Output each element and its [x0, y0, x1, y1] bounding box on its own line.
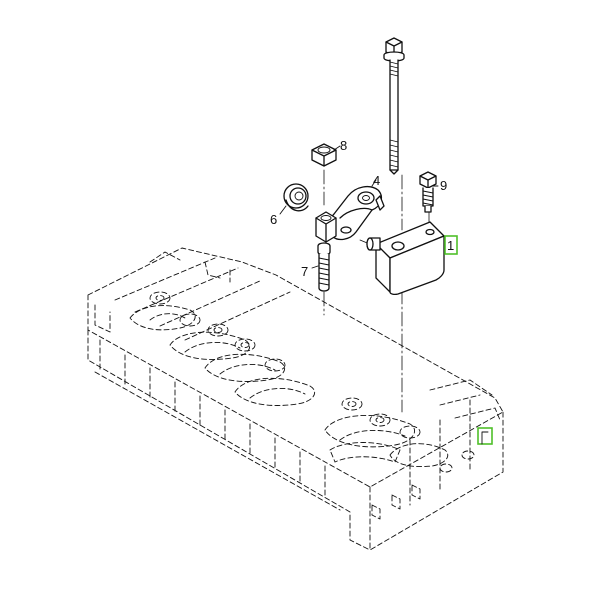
rocker-assembly-cyl-1: [129, 291, 196, 331]
rocker-assembly-cyl-5: [324, 397, 415, 463]
callout-1: 1: [444, 235, 458, 255]
hex-nut-item-8: [311, 143, 337, 167]
callout-4-label: 4: [373, 173, 380, 188]
callout-9-label: 9: [440, 178, 447, 193]
rocker-assembly-cyl-6: [389, 425, 449, 467]
rocker-assembly-cyl-4: [234, 358, 315, 406]
install-location-highlight-box: [477, 427, 493, 445]
callout-1-highlight-box: [444, 235, 458, 255]
callout-9: 9: [431, 178, 447, 193]
install-location-marker: [477, 427, 493, 445]
bracket-block-item-1: [366, 221, 445, 296]
callout-6: 6: [270, 205, 287, 227]
callout-7-label: 7: [301, 264, 308, 279]
callout-7: 7: [301, 264, 319, 279]
callout-8-label: 8: [340, 138, 347, 153]
rocker-arm-item-4: [327, 185, 385, 241]
callout-4: 4: [371, 173, 380, 188]
adjusting-screw-item-7: [317, 242, 331, 292]
callout-8: 8: [333, 138, 347, 153]
rocker-assembly-cyl-2: [169, 313, 250, 360]
adjuster-block: [315, 211, 337, 243]
small-bolt-item-9: [419, 171, 437, 213]
callout-6-label: 6: [270, 212, 277, 227]
long-bolt: [383, 37, 405, 175]
seal-item-6: [283, 183, 309, 212]
callout-1-label: 1: [447, 238, 454, 253]
cylinder-head: [87, 247, 504, 551]
rocker-assembly-cyl-3: [204, 338, 285, 382]
